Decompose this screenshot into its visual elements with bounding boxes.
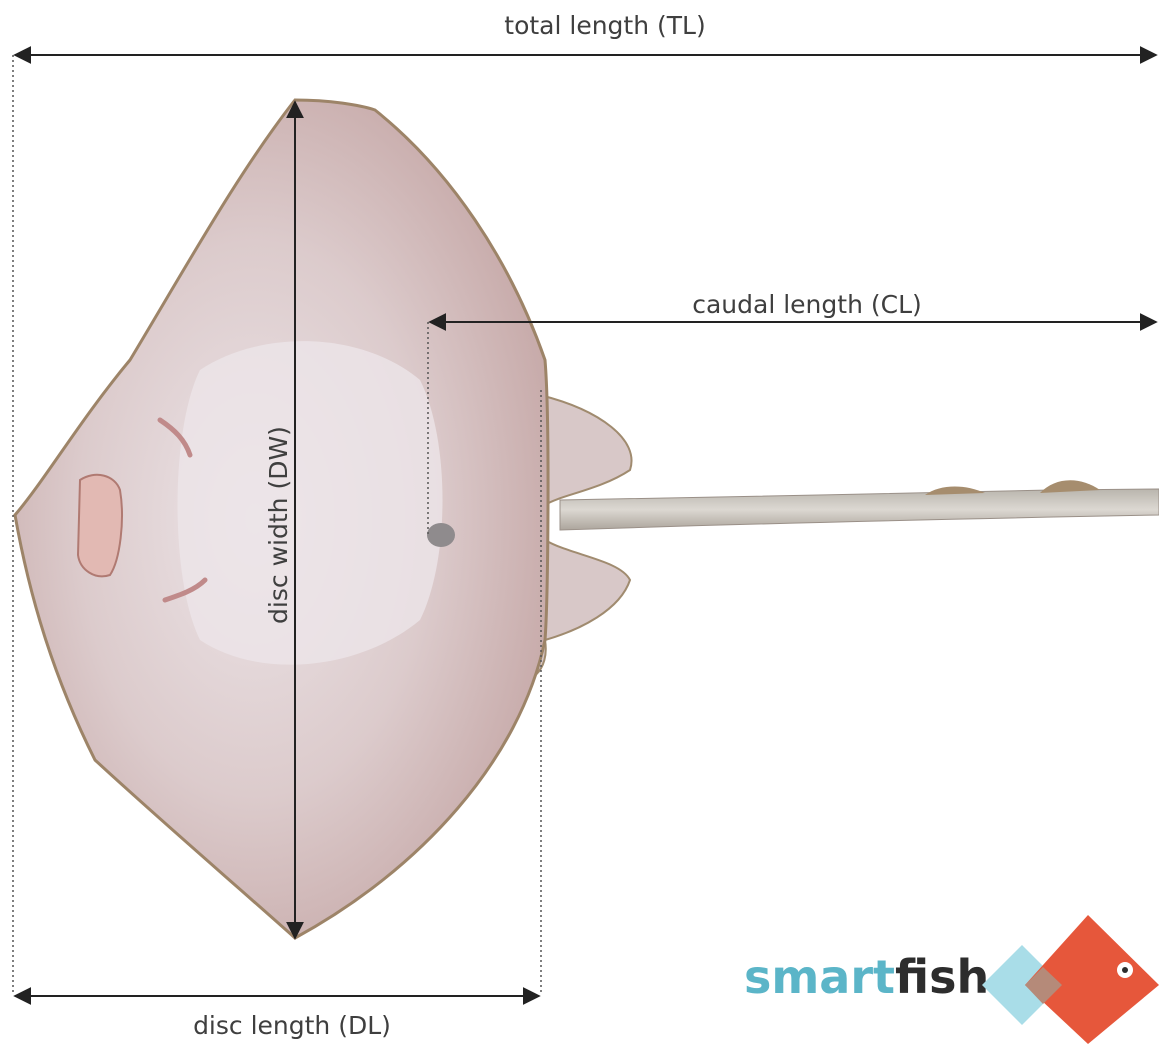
ray-mouth — [78, 475, 122, 577]
ray-specimen-illustration — [15, 100, 1159, 938]
logo-text-smart: smart — [744, 950, 895, 1004]
ray-cloaca — [427, 523, 455, 547]
ray-belly — [178, 341, 443, 665]
ray-tail — [560, 489, 1159, 530]
smartfish-logo: smartfish — [738, 905, 1159, 1044]
disc-width-label: disc width (DW) — [264, 426, 293, 624]
disc-length-label: disc length (DL) — [193, 1011, 391, 1040]
logo-text-fish: fish — [895, 950, 989, 1004]
logo-text: smartfish — [744, 950, 989, 1004]
caudal-length-label: caudal length (CL) — [692, 290, 922, 319]
fish-pupil-icon — [1122, 967, 1128, 973]
total-length-label: total length (TL) — [504, 11, 705, 40]
